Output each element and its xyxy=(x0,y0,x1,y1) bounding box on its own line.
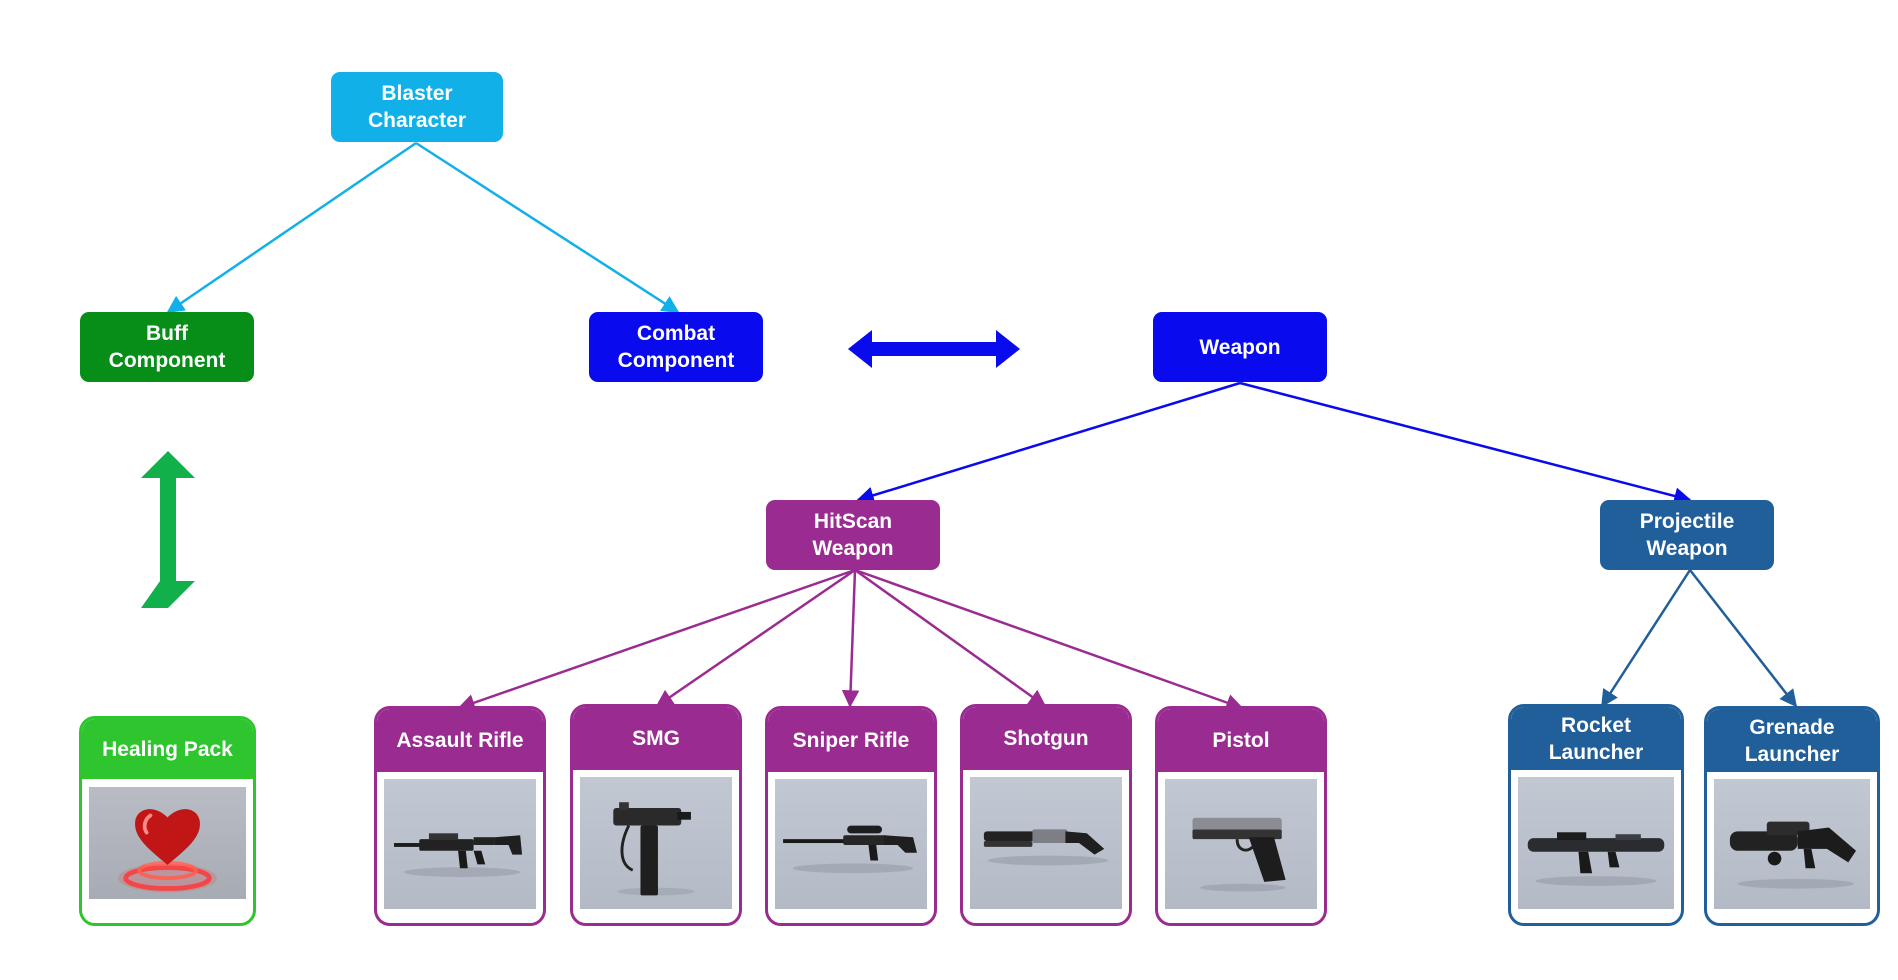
hitscan-weapon-node: HitScan Weapon xyxy=(766,500,940,570)
blaster-character-node: Blaster Character xyxy=(331,72,503,142)
sniper-rifle-card: Sniper Rifle xyxy=(765,706,937,926)
smg-icon xyxy=(613,802,695,896)
healing-pack-label: Healing Pack xyxy=(102,737,233,761)
smg-card: SMG xyxy=(570,704,742,926)
hitscan-line1: HitScan xyxy=(813,510,893,533)
buff-line2: Component xyxy=(108,349,226,372)
sniper-rifle-image xyxy=(775,779,927,909)
smg-image xyxy=(580,777,732,909)
rocket-launcher-icon xyxy=(1527,832,1665,886)
connector-hitscan-sniper xyxy=(841,569,860,708)
rocket-launcher-card: Rocket Launcher xyxy=(1508,704,1684,926)
buff-component-node: Buff Component xyxy=(80,312,254,382)
blaster-line1: Blaster xyxy=(381,82,453,105)
blaster-line2: Character xyxy=(367,109,467,132)
combat-line1: Combat xyxy=(636,322,716,345)
grenade-launcher-icon xyxy=(1729,821,1857,889)
healing-pack-image xyxy=(89,787,246,899)
grenade-launcher-image xyxy=(1714,779,1870,909)
green-double-arrow xyxy=(141,451,195,608)
sniper-rifle-icon xyxy=(783,825,917,874)
projectile-weapon-node: Projectile Weapon xyxy=(1600,500,1774,570)
connector-hitscan-assault xyxy=(457,568,856,712)
connector-weapon-hitscan xyxy=(856,381,1241,504)
hitscan-line2: Weapon xyxy=(812,537,894,560)
pistol-label: Pistol xyxy=(1212,729,1270,752)
grenade-launcher-line2: Launcher xyxy=(1744,742,1840,766)
combat-component-node: Combat Component xyxy=(589,312,763,382)
grenade-launcher-card: Grenade Launcher xyxy=(1704,706,1880,926)
connector-hitscan-smg xyxy=(655,568,856,708)
connector-blaster-buff xyxy=(166,141,417,314)
assault-rifle-card: Assault Rifle xyxy=(374,706,546,926)
assault-rifle-label: Assault Rifle xyxy=(396,729,524,752)
smg-label: SMG xyxy=(632,727,680,750)
rocket-launcher-image xyxy=(1518,777,1674,909)
projectile-line1: Projectile xyxy=(1639,510,1735,533)
pistol-icon xyxy=(1192,817,1286,892)
connector-weapon-projectile xyxy=(1239,381,1692,505)
projectile-line2: Weapon xyxy=(1646,537,1728,560)
sniper-rifle-label: Sniper Rifle xyxy=(792,729,910,752)
buff-line1: Buff xyxy=(146,322,188,345)
heart-icon xyxy=(118,809,217,893)
pistol-card: Pistol xyxy=(1155,706,1327,926)
shotgun-label: Shotgun xyxy=(1003,727,1089,750)
connector-projectile-rocket xyxy=(1600,569,1692,708)
shotgun-image xyxy=(970,777,1122,909)
connector-hitscan-pistol xyxy=(854,568,1244,711)
rocket-launcher-line1: Rocket xyxy=(1560,713,1632,737)
rocket-launcher-line2: Launcher xyxy=(1548,740,1644,764)
connector-projectile-grenade xyxy=(1689,569,1798,708)
shotgun-card: Shotgun xyxy=(960,704,1132,926)
weapon-node: Weapon xyxy=(1153,312,1327,382)
assault-rifle-icon xyxy=(394,833,523,877)
blue-double-arrow xyxy=(848,330,1020,368)
weapon-label: Weapon xyxy=(1199,335,1281,359)
combat-line2: Component xyxy=(617,349,735,372)
assault-rifle-image xyxy=(384,779,536,909)
pistol-image xyxy=(1165,779,1317,909)
grenade-launcher-line1: Grenade xyxy=(1749,715,1835,739)
shotgun-icon xyxy=(983,829,1109,866)
healing-pack-card: Healing Pack xyxy=(79,716,256,926)
connector-hitscan-shotgun xyxy=(854,568,1047,708)
connector-blaster-combat xyxy=(415,141,680,314)
